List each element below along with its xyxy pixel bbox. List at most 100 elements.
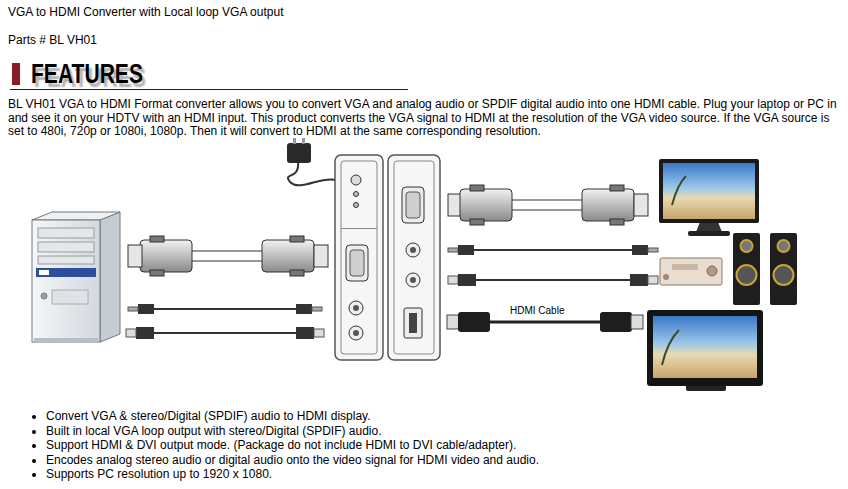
converter-output-panel (388, 155, 440, 360)
spdif-cable (448, 274, 658, 286)
vga-shell (314, 245, 328, 267)
cable (190, 251, 264, 261)
thumbscrew (610, 185, 624, 191)
vga-port (346, 245, 368, 281)
adapter-body (287, 143, 311, 163)
jack-plug (138, 304, 154, 314)
audio-jack-hole (410, 247, 416, 253)
vga-shell (128, 245, 142, 267)
panel-inner (394, 161, 434, 354)
pc-side (100, 212, 120, 342)
pc-panel (52, 290, 88, 304)
hdmi-plug (458, 312, 490, 332)
vga-shell (634, 194, 648, 216)
vga-port-inner (350, 250, 364, 276)
adapter-prong (293, 138, 296, 144)
feature-bullet: Built in local VGA loop output with ster… (46, 424, 846, 439)
spdif-jack (349, 326, 363, 340)
jack-tip (448, 248, 458, 252)
hdtv (647, 310, 763, 391)
amp-body (660, 258, 722, 285)
description-paragraph: BL VH01 VGA to HDMI Format converter all… (8, 98, 848, 139)
section-heading: FEATURES (31, 59, 143, 89)
stereo-cable (128, 304, 322, 314)
pc-top (32, 212, 120, 220)
thumbscrew (470, 219, 484, 225)
cable (510, 200, 584, 210)
pc-front (32, 220, 100, 342)
feature-bullet: Supports PC resolution up to 1920 x 1080… (46, 467, 846, 482)
jack-tip (312, 307, 322, 311)
pc-badge (39, 270, 49, 275)
panel-inner (341, 161, 377, 354)
rca-plug (136, 327, 154, 339)
part-number: Parts # BL VH01 (8, 33, 308, 47)
woofer (737, 265, 757, 285)
thumbscrew (290, 236, 304, 242)
thumbscrew (470, 185, 484, 191)
tweeter (778, 240, 790, 252)
tweeter (741, 240, 753, 252)
panel (388, 155, 440, 360)
audio-jack (349, 301, 363, 315)
monitor (659, 159, 759, 236)
amp-knob (707, 266, 717, 276)
spdif-jack (406, 273, 420, 287)
hdmi-tip (631, 315, 643, 329)
tv-screen (653, 316, 757, 378)
hdmi-plug (600, 312, 632, 332)
vga-port-inner (406, 192, 420, 218)
thumbscrew (610, 219, 624, 225)
rca-tip (648, 276, 658, 284)
converter-input-panel (335, 155, 383, 360)
drive-bay (38, 242, 94, 252)
stereo-cable (448, 245, 658, 255)
rca-plug (630, 274, 648, 286)
vga-plug (262, 240, 314, 272)
amp-knob (663, 274, 669, 280)
pc-band (36, 268, 96, 277)
led (354, 203, 359, 208)
power-cord (288, 162, 336, 185)
palm (672, 176, 686, 205)
led (354, 192, 359, 197)
vga-plug (582, 189, 634, 221)
monitor-base (688, 231, 730, 236)
page-title: VGA to HDMI Converter with Local loop VG… (8, 5, 608, 19)
pc-foot (34, 338, 98, 342)
thumbscrew (290, 270, 304, 276)
rca-plug (458, 274, 476, 286)
divider (341, 228, 377, 229)
power-button (41, 293, 47, 299)
jack-plug (632, 245, 648, 255)
cable (150, 308, 300, 310)
audio-jack-hole (353, 305, 359, 311)
cable (150, 332, 300, 334)
monitor-bezel (659, 159, 759, 223)
vga-cable (448, 185, 648, 225)
cable-label: HDMI Cable (510, 305, 600, 317)
drive-bay (38, 256, 94, 264)
speakers (733, 233, 797, 305)
heading-bar (12, 63, 20, 85)
vga-port (402, 187, 424, 223)
vga-plug (460, 189, 512, 221)
rca-plug (296, 327, 314, 339)
cable (470, 249, 636, 251)
woofer (774, 265, 794, 285)
thumbscrew (150, 270, 164, 276)
amplifier (660, 258, 722, 285)
spdif-jack-hole (353, 330, 359, 336)
cable (488, 321, 602, 324)
drive-bay (38, 228, 94, 238)
hdmi-port (404, 308, 422, 338)
vga-plug (140, 240, 192, 272)
rca-tip (448, 276, 458, 284)
hdmi-port-inner (409, 313, 417, 333)
speaker-body (733, 233, 760, 305)
jack-plug (458, 245, 474, 255)
monitor-screen (663, 163, 755, 219)
jack-tip (648, 248, 658, 252)
monitor-stand (696, 222, 722, 232)
feature-bullet: Convert VGA & stereo/Digital (SPDIF) aud… (46, 409, 846, 424)
